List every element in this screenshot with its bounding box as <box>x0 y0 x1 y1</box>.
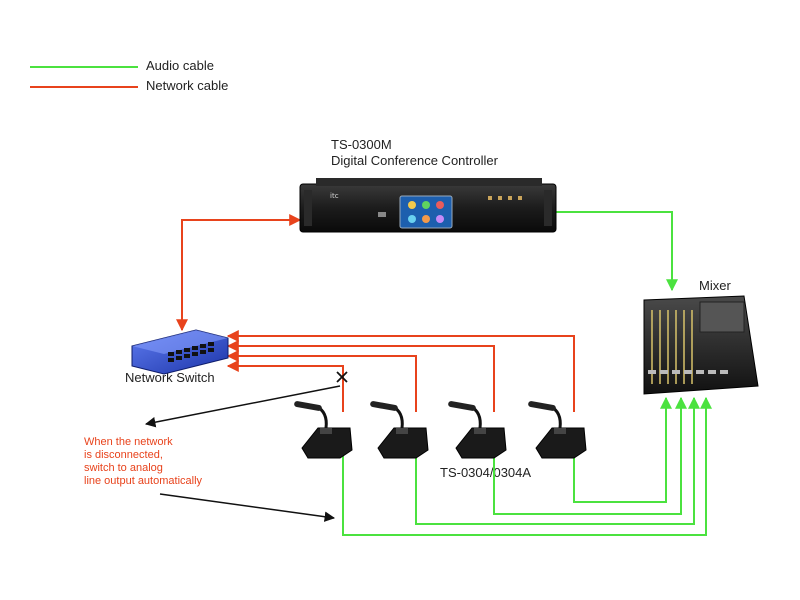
audio-cable-mic-4 <box>573 396 672 503</box>
legend-audio-label: Audio cable <box>146 58 214 73</box>
audio-cable-mic-1 <box>342 396 712 536</box>
network-cables <box>176 214 575 412</box>
audio-cable-mic-3 <box>493 396 687 515</box>
mixer-label: Mixer <box>699 278 731 293</box>
controller-logo: itc <box>330 192 339 200</box>
mixer-device <box>643 295 759 395</box>
audio-cable-controller-mixer <box>556 211 678 292</box>
disconnect-x-icon <box>336 371 348 383</box>
arrow-icon-lower <box>159 493 336 522</box>
legend-network-label: Network cable <box>146 78 229 93</box>
microphone-unit-4 <box>528 401 587 459</box>
conference-microphones <box>294 401 587 459</box>
failover-note-line-1: When the network <box>84 436 173 448</box>
network-cable-mic-1 <box>226 360 344 412</box>
network-switch-device <box>131 329 229 375</box>
failover-note-line-4: line output automatically <box>84 475 203 487</box>
network-cable-mic-4 <box>226 330 575 412</box>
microphone-model-label: TS-0304/0304A <box>440 465 532 480</box>
failover-note-line-2: is disconnected, <box>84 449 163 461</box>
legend-network-line <box>30 86 138 88</box>
controller-model-label: TS-0300M <box>331 137 392 152</box>
audio-cable-mic-2 <box>415 396 700 525</box>
controller-name-label: Digital Conference Controller <box>331 153 498 168</box>
network-cable-mic-2 <box>226 350 417 412</box>
failover-note: When the network is disconnected, switch… <box>84 436 202 488</box>
legend-audio-line <box>30 66 138 68</box>
conference-controller-device: itc <box>299 178 557 233</box>
microphone-unit-1 <box>294 401 353 459</box>
network-cable-mic-3 <box>226 340 495 412</box>
microphone-unit-2 <box>370 401 429 459</box>
network-cable-controller-switch <box>176 214 302 332</box>
microphone-unit-3 <box>448 401 507 459</box>
audio-cables <box>342 211 712 536</box>
network-switch-label: Network Switch <box>125 370 215 385</box>
failover-note-line-3: switch to analog <box>84 462 163 474</box>
arrow-icon-upper <box>144 385 341 428</box>
